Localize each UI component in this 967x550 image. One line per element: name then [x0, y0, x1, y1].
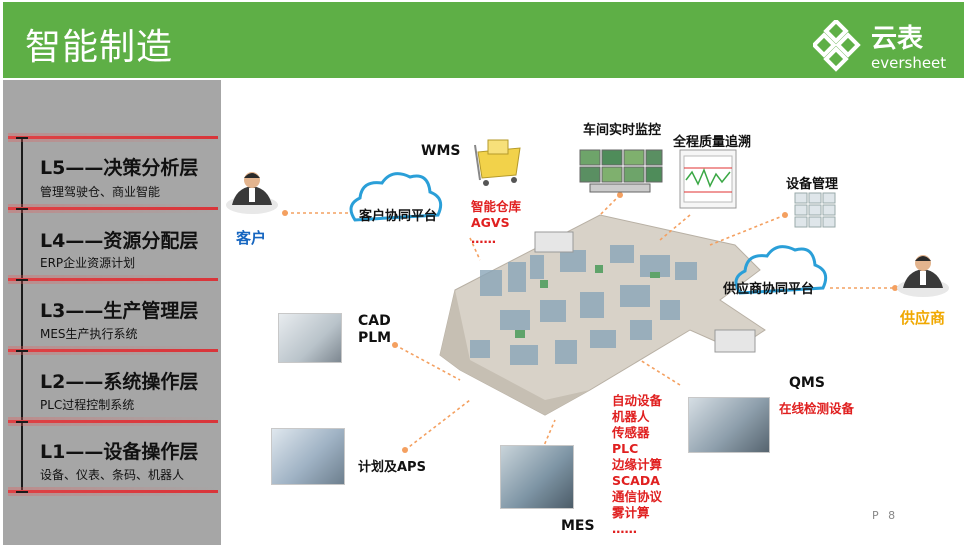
wms-cart-icon [474, 139, 521, 186]
equipment-mgmt-label: 设备管理 [786, 177, 839, 192]
layer-subtitle-l2: PLC过程控制系统 [40, 398, 135, 412]
supplier-avatar-icon [897, 255, 949, 297]
wms-item-more: …… [471, 231, 496, 246]
layer-title-l2: L2——系统操作层 [40, 371, 199, 393]
qms-photo [688, 397, 770, 453]
logo-english: eversheet [871, 54, 947, 72]
layer-axis [21, 137, 23, 493]
page-number: P 8 [872, 509, 899, 522]
mes-item-fog-computing: 雾计算 [612, 505, 650, 520]
layer-subtitle-l5: 管理驾驶仓、商业智能 [40, 185, 161, 199]
qms-item-inspection: 在线检测设备 [779, 401, 855, 416]
layer-divider [8, 275, 218, 284]
layer-subtitle-l3: MES生产执行系统 [40, 327, 138, 341]
wms-item-warehouse: 智能仓库 [471, 199, 522, 214]
customer-avatar-icon [226, 172, 278, 214]
layer-divider [8, 417, 218, 426]
layer-subtitle-l1: 设备、仪表、条码、机器人 [40, 468, 185, 482]
mes-item-edge-computing: 边缘计算 [612, 457, 663, 472]
layer-title-l1: L1——设备操作层 [40, 441, 199, 463]
header-bar: 智能制造 云表 eversheet [3, 2, 964, 78]
mes-item-protocol: 通信协议 [612, 489, 663, 504]
axis-tick [16, 208, 28, 210]
mes-item-auto-equipment: 自动设备 [612, 393, 663, 408]
cad-photo [278, 313, 342, 363]
mes-label: MES [561, 518, 595, 534]
layer-divider [8, 487, 218, 496]
logo-chinese: 云表 [871, 24, 924, 54]
customer-cloud-label: 客户协同平台 [359, 209, 438, 224]
workshop-monitor-label: 车间实时监控 [583, 123, 662, 138]
axis-tick [16, 491, 28, 493]
mes-item-plc: PLC [612, 441, 639, 456]
logo-icon [813, 20, 861, 72]
mes-photo [500, 445, 574, 509]
mes-item-scada: SCADA [612, 473, 660, 488]
mes-item-sensor: 传感器 [612, 425, 650, 440]
quality-trace-icon [679, 149, 737, 209]
layer-title-l3: L3——生产管理层 [40, 300, 199, 322]
quality-trace-label: 全程质量追溯 [673, 135, 752, 150]
layer-divider [8, 346, 218, 355]
eversheet-logo: 云表 eversheet [813, 16, 947, 76]
axis-tick [16, 279, 28, 281]
workshop-monitor-icon [579, 149, 663, 193]
layer-subtitle-l4: ERP企业资源计划 [40, 256, 136, 270]
qms-label: QMS [789, 375, 825, 391]
wms-label: WMS [421, 143, 461, 159]
customer-label: 客户 [236, 229, 267, 247]
plm-label: PLM [358, 330, 392, 346]
wms-item-agvs: AGVS [471, 215, 510, 230]
axis-tick [16, 350, 28, 352]
cad-label: CAD [358, 313, 391, 329]
mes-item-more: …… [612, 521, 637, 536]
supplier-cloud-icon [734, 245, 828, 295]
axis-tick [16, 137, 28, 139]
plan-aps-label: 计划及APS [358, 460, 426, 475]
supplier-label: 供应商 [900, 309, 946, 327]
mes-item-robot: 机器人 [612, 409, 650, 424]
customer-cloud-icon [349, 172, 443, 222]
layer-title-l5: L5——决策分析层 [40, 157, 199, 179]
slide-title: 智能制造 [25, 27, 174, 68]
supplier-cloud-label: 供应商协同平台 [723, 282, 815, 297]
layer-divider [8, 133, 218, 142]
layer-title-l4: L4——资源分配层 [40, 230, 199, 252]
equipment-grid-icon [794, 192, 836, 228]
aps-photo [271, 428, 345, 485]
layer-divider [8, 204, 218, 213]
axis-tick [16, 421, 28, 423]
layer-sidebar [3, 80, 221, 545]
factory-floor-illustration [439, 214, 766, 416]
